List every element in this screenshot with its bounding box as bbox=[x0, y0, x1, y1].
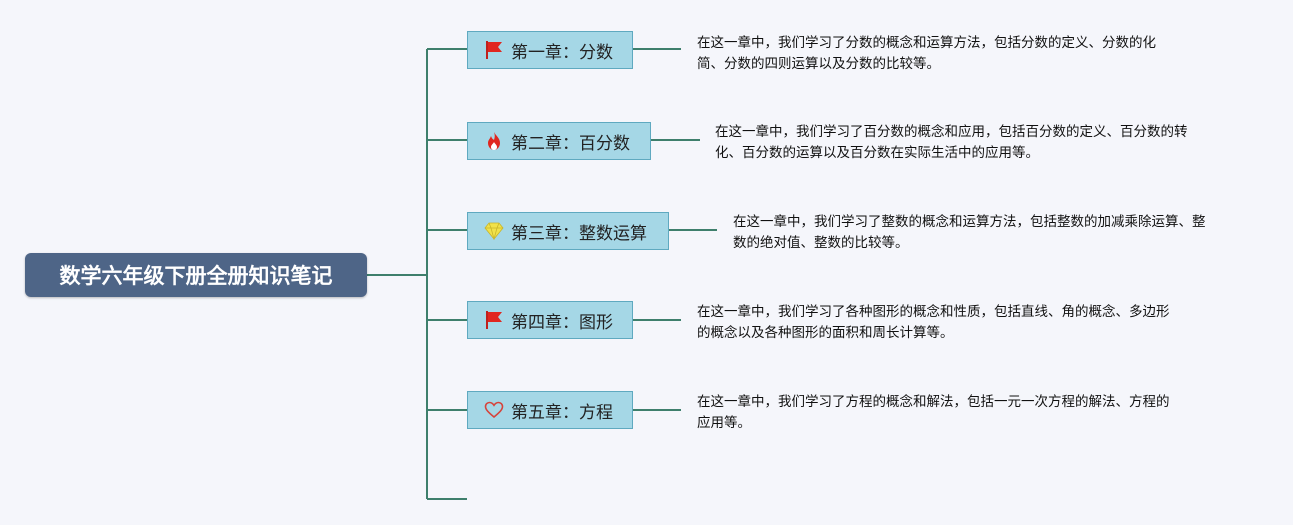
chapter-node-2[interactable]: 第二章：百分数 bbox=[467, 122, 651, 160]
chapter-label: 第五章：方程 bbox=[511, 402, 613, 423]
description-line: 简、分数的四则运算以及分数的比较等。 bbox=[697, 56, 940, 72]
chapter-label: 第一章：分数 bbox=[511, 42, 613, 63]
chapter-node-5[interactable]: 第五章：方程 bbox=[467, 391, 633, 429]
red-flag-icon bbox=[484, 40, 504, 60]
red-flag-icon bbox=[484, 310, 504, 330]
description-line: 应用等。 bbox=[697, 415, 751, 431]
description-line: 在这一章中，我们学习了整数的概念和运算方法，包括整数的加减乘除运算、整 bbox=[733, 214, 1206, 230]
description-line: 在这一章中，我们学习了各种图形的概念和性质，包括直线、角的概念、多边形 bbox=[697, 304, 1170, 320]
root-title: 数学六年级下册全册知识笔记 bbox=[59, 264, 333, 288]
description-line: 在这一章中，我们学习了方程的概念和解法，包括一元一次方程的解法、方程的 bbox=[697, 394, 1170, 410]
fire-icon bbox=[484, 131, 504, 151]
chapter-description-4: 在这一章中，我们学习了各种图形的概念和性质，包括直线、角的概念、多边形 的概念以… bbox=[697, 302, 1170, 344]
chapter-description-1: 在这一章中，我们学习了分数的概念和运算方法，包括分数的定义、分数的化 简、分数的… bbox=[697, 33, 1156, 75]
diamond-icon bbox=[484, 221, 504, 241]
chapter-node-4[interactable]: 第四章：图形 bbox=[467, 301, 633, 339]
chapter-description-2: 在这一章中，我们学习了百分数的概念和应用，包括百分数的定义、百分数的转 化、百分… bbox=[715, 122, 1188, 164]
chapter-description-3: 在这一章中，我们学习了整数的概念和运算方法，包括整数的加减乘除运算、整 数的绝对… bbox=[733, 212, 1206, 254]
description-line: 化、百分数的运算以及百分数在实际生活中的应用等。 bbox=[715, 145, 1039, 161]
heart-icon bbox=[484, 400, 504, 420]
description-line: 的概念以及各种图形的面积和周长计算等。 bbox=[697, 325, 954, 341]
description-line: 在这一章中，我们学习了百分数的概念和应用，包括百分数的定义、百分数的转 bbox=[715, 124, 1188, 140]
chapter-node-3[interactable]: 第三章：整数运算 bbox=[467, 212, 669, 250]
description-line: 在这一章中，我们学习了分数的概念和运算方法，包括分数的定义、分数的化 bbox=[697, 35, 1156, 51]
chapter-label: 第三章：整数运算 bbox=[511, 223, 647, 244]
chapter-description-5: 在这一章中，我们学习了方程的概念和解法，包括一元一次方程的解法、方程的 应用等。 bbox=[697, 392, 1170, 434]
chapter-label: 第四章：图形 bbox=[511, 312, 613, 333]
root-topic[interactable]: 数学六年级下册全册知识笔记 bbox=[25, 253, 367, 297]
chapter-label: 第二章：百分数 bbox=[511, 133, 630, 154]
chapter-node-1[interactable]: 第一章：分数 bbox=[467, 31, 633, 69]
description-line: 数的绝对值、整数的比较等。 bbox=[733, 235, 909, 251]
